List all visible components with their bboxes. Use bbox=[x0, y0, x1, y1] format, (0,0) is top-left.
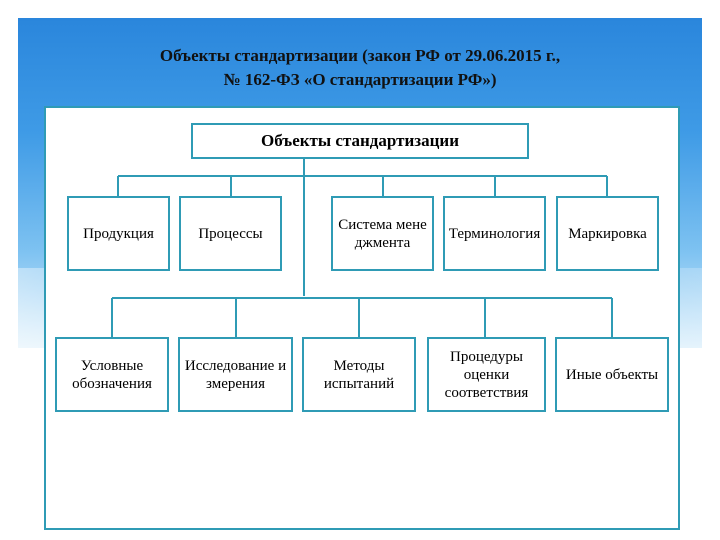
node-processes: Процессы bbox=[179, 196, 282, 271]
node-conformity-procedures: Процедуры оценки соответствия bbox=[427, 337, 546, 412]
node-other-objects: Иные объекты bbox=[555, 337, 669, 412]
node-symbols: Условные обозначения bbox=[55, 337, 169, 412]
node-root: Объекты стандартизации bbox=[191, 123, 529, 159]
node-research-measurement: Исследование измерения bbox=[178, 337, 293, 412]
node-marking: Маркировка bbox=[556, 196, 659, 271]
slide-title-line-1: Объекты стандартизации (закон РФ от 29.0… bbox=[159, 46, 561, 65]
node-products: Продукция bbox=[67, 196, 170, 271]
slide-title-line-2: № 162-ФЗ «О стандартизации РФ») bbox=[223, 70, 497, 89]
node-terminology: Терминология bbox=[443, 196, 546, 271]
node-management-system: Система менеджмента bbox=[331, 196, 434, 271]
node-test-methods: Методы испытаний bbox=[302, 337, 416, 412]
slide-title: Объекты стандартизации (закон РФ от 29.0… bbox=[60, 44, 660, 92]
